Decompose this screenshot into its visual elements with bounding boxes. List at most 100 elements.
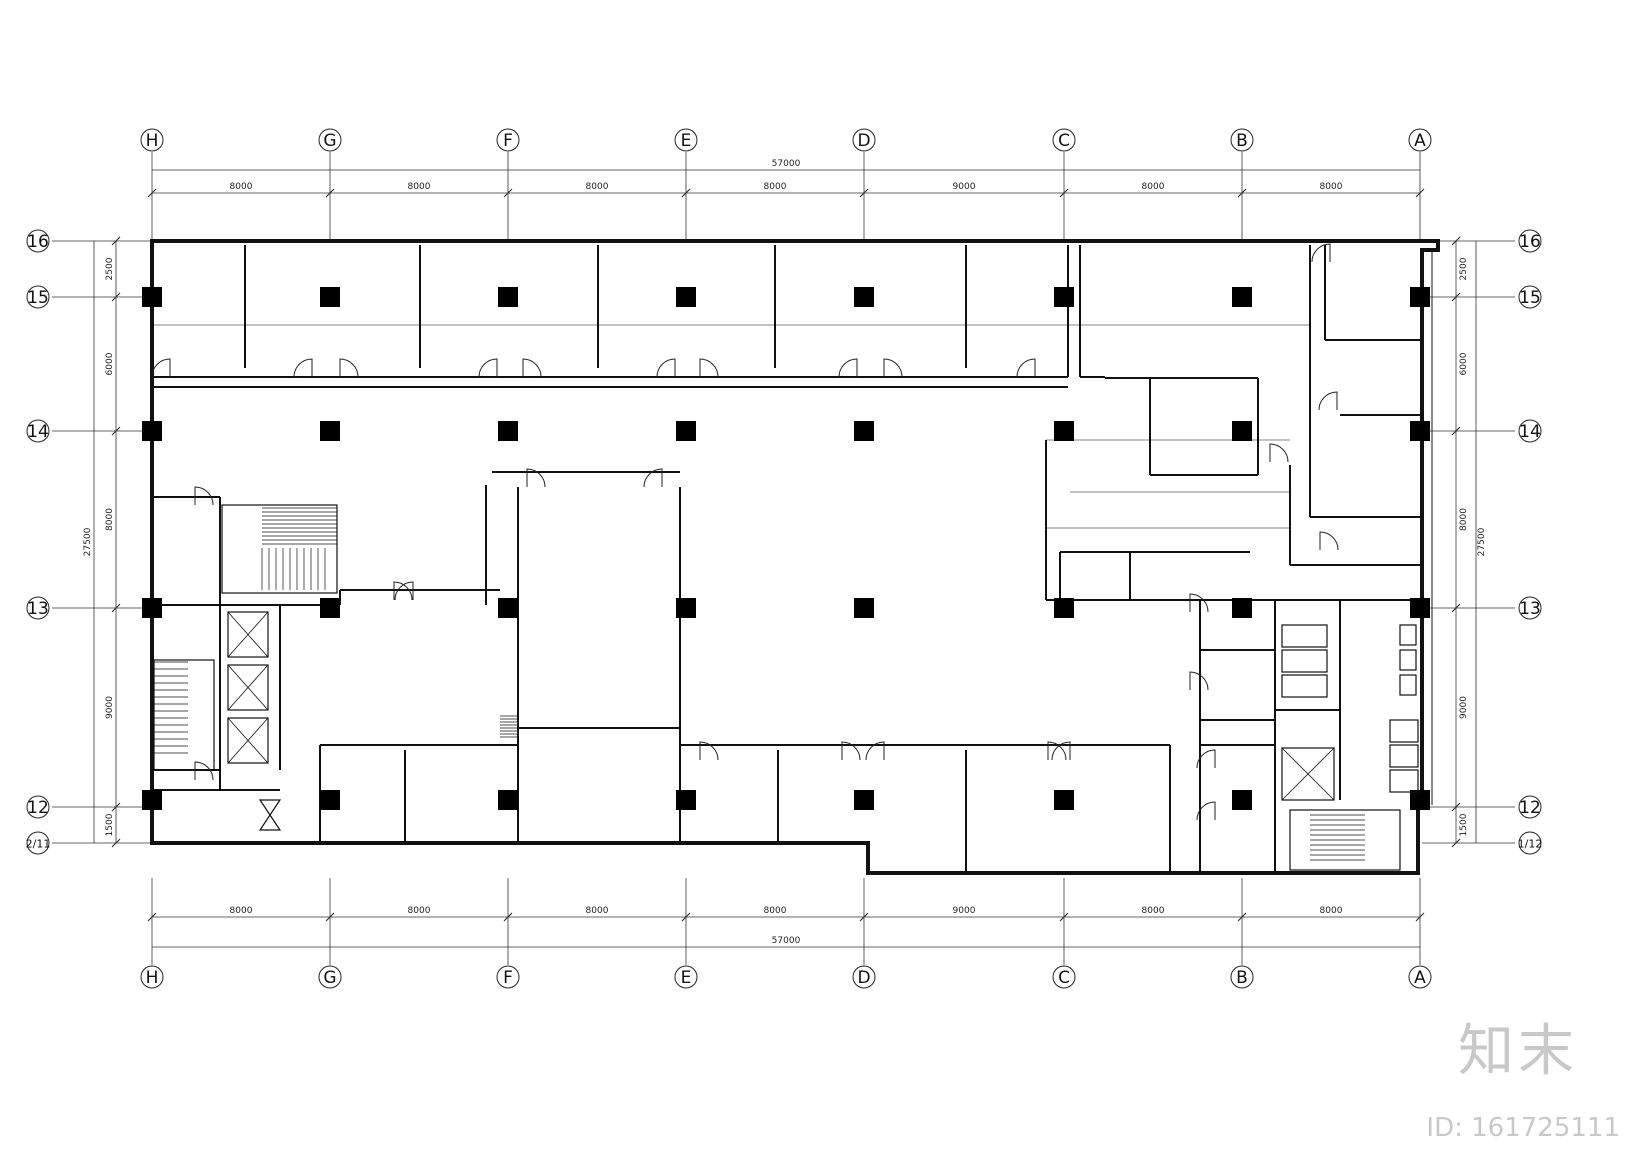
grid-row-right-15: 15	[1519, 288, 1541, 308]
column-21	[1054, 598, 1074, 618]
stair-north-west	[221, 504, 338, 594]
door-14	[699, 741, 719, 761]
grid-col-bottom-C: C	[1058, 968, 1070, 988]
door-23	[1269, 443, 1289, 463]
dim-right-bays-bay-label: 2500	[1459, 257, 1469, 280]
grid-row-left-13: 13	[27, 599, 49, 619]
dim-bottom-bays-bay-label: 8000	[408, 906, 431, 916]
grid-col-top-A: A	[1414, 131, 1426, 151]
column-12	[854, 421, 874, 441]
dim-top-bays-bay-label: 8000	[764, 182, 787, 192]
column-7	[1410, 287, 1430, 307]
dim-top-bays-tick	[1415, 188, 1425, 198]
dim-left-bays-tick	[111, 838, 121, 848]
dim-bottom-bays-tick	[859, 912, 869, 922]
grid-row-left-14-circle	[26, 419, 50, 443]
stair-west	[153, 659, 215, 771]
dim-right-bays-tick	[1451, 802, 1461, 812]
dim-right-bays-tick	[1451, 603, 1461, 613]
dim-top-bays-tick	[859, 188, 869, 198]
dim-left-bays-bay-label: 9000	[105, 696, 115, 719]
grid-col-top-H: H	[146, 131, 159, 151]
lift-east	[1281, 747, 1335, 801]
grid-col-top-B: B	[1236, 131, 1248, 151]
grid-col-top-F: F	[503, 131, 513, 151]
grid-row-right-15-circle	[1518, 285, 1542, 309]
column-28	[854, 790, 874, 810]
dim-bottom-bays-bay-label: 8000	[1320, 906, 1343, 916]
grid-row-left-11: 2/11	[26, 838, 51, 851]
column-8	[142, 421, 162, 441]
column-11	[676, 421, 696, 441]
watermark-id: ID: 161725111	[1426, 1113, 1620, 1143]
urinal-0	[1399, 624, 1417, 646]
door-19	[1189, 593, 1209, 613]
dim-left-total: 27500	[83, 527, 93, 556]
grid-row-right-11-circle	[1518, 831, 1542, 855]
door-7	[838, 358, 858, 378]
grid-row-right-16-circle	[1518, 229, 1542, 253]
dim-top-bays-tick	[503, 188, 513, 198]
grid-row-right-13: 13	[1519, 599, 1541, 619]
dim-left-bays-bay-label: 1500	[105, 813, 115, 836]
grid-col-top-C-circle	[1052, 128, 1076, 152]
column-6	[1232, 287, 1252, 307]
grid-row-left-15-circle	[26, 285, 50, 309]
column-3	[676, 287, 696, 307]
dim-right-bays-bay-label: 9000	[1459, 696, 1469, 719]
exterior-wall	[150, 239, 1440, 875]
door-3	[478, 358, 498, 378]
grid-row-left-15: 15	[27, 288, 49, 308]
dim-bottom-bays-tick	[1237, 912, 1247, 922]
grid-row-left-16-circle	[26, 229, 50, 253]
grid-row-left-13-circle	[26, 596, 50, 620]
door-22	[1196, 801, 1216, 821]
column-22	[1232, 598, 1252, 618]
toilet-stall-2	[1281, 674, 1328, 698]
dim-bottom-bays-tick	[1059, 912, 1069, 922]
watermark-logo: 知末	[1458, 1019, 1578, 1084]
door-26	[1319, 531, 1339, 551]
toilet-stall-1	[1281, 649, 1328, 673]
door-28	[194, 761, 214, 781]
dim-top-bays-tick	[1059, 188, 1069, 198]
door-20	[1189, 671, 1209, 691]
grid-col-bottom-F: F	[503, 968, 513, 988]
column-18	[498, 598, 518, 618]
dim-bottom-bays-tick	[503, 912, 513, 922]
lift-west-2	[227, 717, 269, 764]
door-17	[1047, 741, 1067, 761]
door-4	[522, 358, 542, 378]
column-16	[142, 598, 162, 618]
dim-top-bays-tick	[1237, 188, 1247, 198]
door-21	[1196, 749, 1216, 769]
grid-col-bottom-A: A	[1414, 968, 1426, 988]
door-24	[1318, 391, 1338, 411]
grid-col-bottom-B-circle	[1230, 965, 1254, 989]
dim-bottom-bays-bay-label: 9000	[953, 906, 976, 916]
grid-col-top-E-circle	[674, 128, 698, 152]
lift-x	[1281, 747, 1335, 801]
dim-left-bays-bay-label: 8000	[105, 508, 115, 531]
grid-col-bottom-D: D	[857, 968, 870, 988]
door-15	[841, 741, 861, 761]
column-15	[1410, 421, 1430, 441]
door-0	[151, 358, 171, 378]
dim-bottom-bays-bay-label: 8000	[230, 906, 253, 916]
dim-right-bays-bay-label: 8000	[1459, 508, 1469, 531]
structural-columns	[142, 287, 1430, 810]
grid-row-right-12-circle	[1518, 795, 1542, 819]
dim-top-bays-bay-label: 8000	[1320, 182, 1343, 192]
column-4	[854, 287, 874, 307]
door-25	[1311, 243, 1331, 263]
grid-col-top-G: G	[323, 131, 336, 151]
door-swings	[151, 243, 1339, 821]
grid-col-bottom-C-circle	[1052, 965, 1076, 989]
dim-left-bays-bay-label: 6000	[105, 352, 115, 375]
grid-col-top-D-circle	[852, 128, 876, 152]
lift-x	[227, 717, 269, 764]
dim-top-bays-bay-label: 8000	[230, 182, 253, 192]
column-20	[854, 598, 874, 618]
door-9	[1016, 358, 1036, 378]
